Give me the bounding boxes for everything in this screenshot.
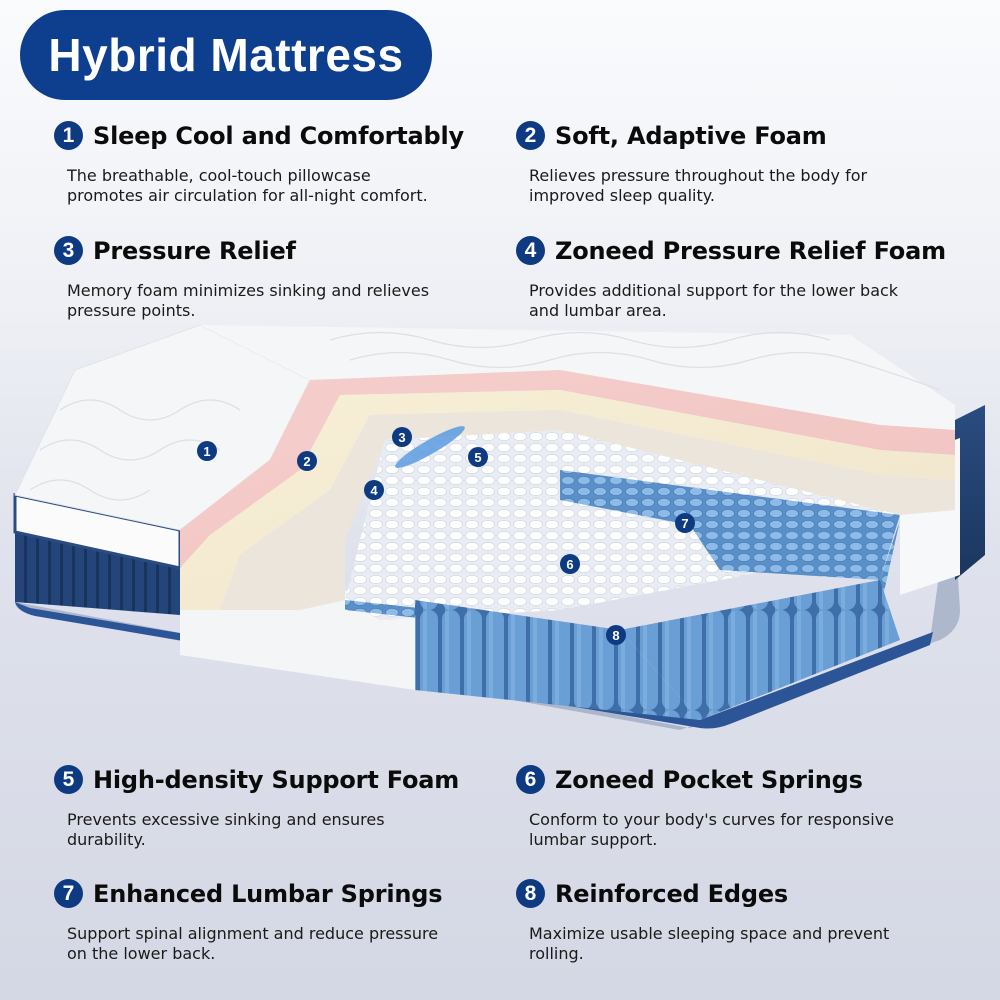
mattress-cutaway-icon [13, 324, 985, 730]
marker-7: 7 [675, 513, 695, 533]
marker-4: 4 [364, 480, 384, 500]
feature-description: Support spinal alignment and reduce pres… [67, 924, 439, 963]
number-badge-icon: 4 [516, 236, 545, 265]
feature-title: Reinforced Edges [555, 879, 788, 908]
number-badge-icon: 1 [54, 121, 83, 150]
feature-support-foam: 5 High-density Support Foam Prevents exc… [54, 765, 494, 850]
feature-description: Maximize usable sleeping space and preve… [529, 924, 890, 963]
marker-3: 3 [392, 427, 412, 447]
title-banner: Hybrid Mattress [20, 10, 432, 100]
number-badge-icon: 5 [54, 765, 83, 794]
feature-pocket-springs: 6 Zoneed Pocket Springs Conform to your … [516, 765, 956, 850]
number-badge-icon: 7 [54, 879, 83, 908]
feature-reinforced-edges: 8 Reinforced Edges Maximize usable sleep… [516, 879, 956, 964]
marker-8: 8 [606, 625, 626, 645]
marker-2: 2 [297, 451, 317, 471]
number-badge-icon: 2 [516, 121, 545, 150]
number-badge-icon: 6 [516, 765, 545, 794]
feature-title: Sleep Cool and Comfortably [93, 121, 464, 150]
feature-title: Zoneed Pocket Springs [555, 765, 863, 794]
feature-sleep-cool: 1 Sleep Cool and Comfortably The breatha… [54, 121, 494, 206]
feature-description: The breathable, cool-touch pillowcase pr… [67, 166, 428, 205]
marker-6: 6 [560, 554, 580, 574]
feature-title: Enhanced Lumbar Springs [93, 879, 443, 908]
feature-zoned-foam: 4 Zoneed Pressure Relief Foam Provides a… [516, 236, 996, 321]
feature-description: Memory foam minimizes sinking and reliev… [67, 281, 430, 320]
feature-title: Zoneed Pressure Relief Foam [555, 236, 946, 265]
number-badge-icon: 3 [54, 236, 83, 265]
feature-description: Conform to your body's curves for respon… [529, 810, 895, 849]
feature-lumbar-springs: 7 Enhanced Lumbar Springs Support spinal… [54, 879, 494, 964]
feature-pressure-relief: 3 Pressure Relief Memory foam minimizes … [54, 236, 494, 321]
feature-title: High-density Support Foam [93, 765, 460, 794]
marker-5: 5 [468, 447, 488, 467]
feature-title: Pressure Relief [93, 236, 296, 265]
feature-title: Soft, Adaptive Foam [555, 121, 827, 150]
number-badge-icon: 8 [516, 879, 545, 908]
mattress-illustration: 1 2 3 4 5 6 7 8 [0, 310, 1000, 740]
feature-description: Prevents excessive sinking and ensures d… [67, 810, 385, 849]
feature-description: Relieves pressure throughout the body fo… [529, 166, 868, 205]
feature-description: Provides additional support for the lowe… [529, 281, 899, 320]
marker-1: 1 [197, 441, 217, 461]
feature-adaptive-foam: 2 Soft, Adaptive Foam Relieves pressure … [516, 121, 956, 206]
page-title: Hybrid Mattress [48, 29, 404, 81]
